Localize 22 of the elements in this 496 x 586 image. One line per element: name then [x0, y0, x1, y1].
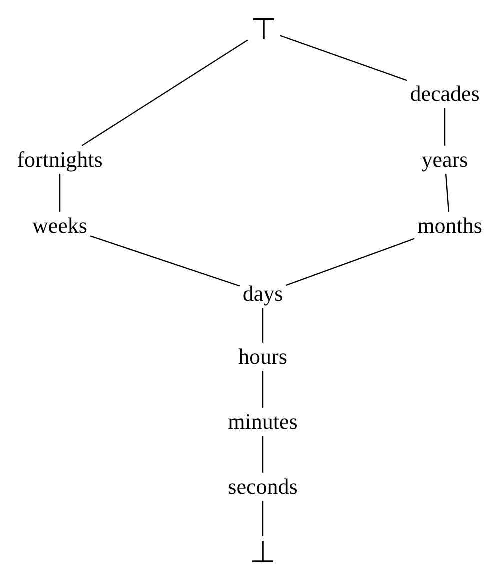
lattice-node-label: hours: [236, 342, 290, 372]
lattice-node-label: weeks: [30, 212, 90, 240]
lattice-node-label: years: [418, 146, 472, 174]
hasse-edge: [280, 35, 408, 82]
lattice-node-label: decades: [407, 80, 483, 108]
hasse-edge: [262, 308, 264, 343]
lattice-node-label: days: [240, 280, 286, 308]
hasse-edge: [262, 436, 264, 473]
hasse-edge: [59, 174, 61, 212]
lattice-node-label: fortnights: [14, 146, 106, 174]
lattice-symbol: ⊥: [246, 536, 280, 570]
hasse-edge: [90, 236, 240, 287]
hasse-edge: [444, 108, 446, 146]
hasse-edge: [445, 174, 450, 212]
lattice-symbol: ⊤: [248, 14, 280, 46]
hasse-edge: [262, 371, 264, 408]
lattice-node-label: minutes: [225, 408, 301, 436]
hasse-edge: [286, 238, 415, 286]
hasse-edge: [82, 40, 248, 146]
lattice-node-label: seconds: [225, 472, 301, 502]
hasse-edge: [262, 501, 264, 536]
lattice-node-label: months: [414, 212, 486, 240]
